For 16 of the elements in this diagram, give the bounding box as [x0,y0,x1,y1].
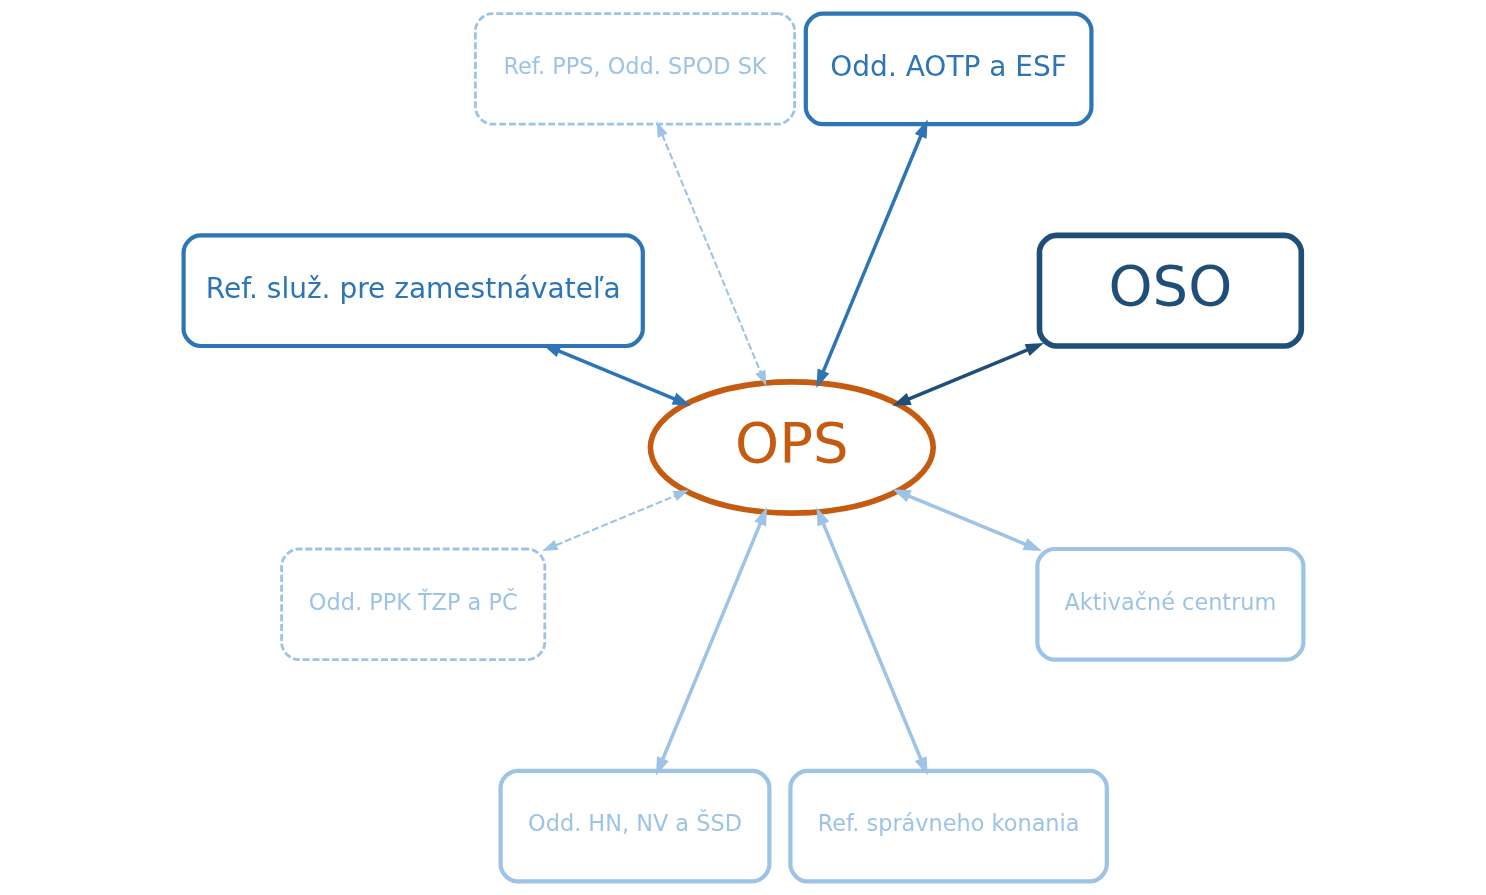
arrow [891,343,1044,406]
node-box: Odd. HN, NV a ŠSD [497,768,771,884]
node-box: Ref. správneho konania [787,768,1109,884]
arrow [891,489,1042,552]
node-box: Ref. služ. pre zamestnávateľa [181,233,645,349]
node-box: Aktivačné centrum [1034,546,1305,662]
node-box: Ref. PPS, Odd. SPOD SK [473,12,796,126]
node-ellipse: OPS [647,379,936,516]
node-box: Odd. PPK ŤZP a PČ [279,547,546,661]
arrow [541,490,689,551]
arrow [816,507,928,776]
node-box: Odd. AOTP a ESF [803,11,1093,127]
arrow [816,119,928,388]
node-box: OSO [1036,232,1304,349]
arrow [656,121,766,386]
arrow [655,507,767,776]
